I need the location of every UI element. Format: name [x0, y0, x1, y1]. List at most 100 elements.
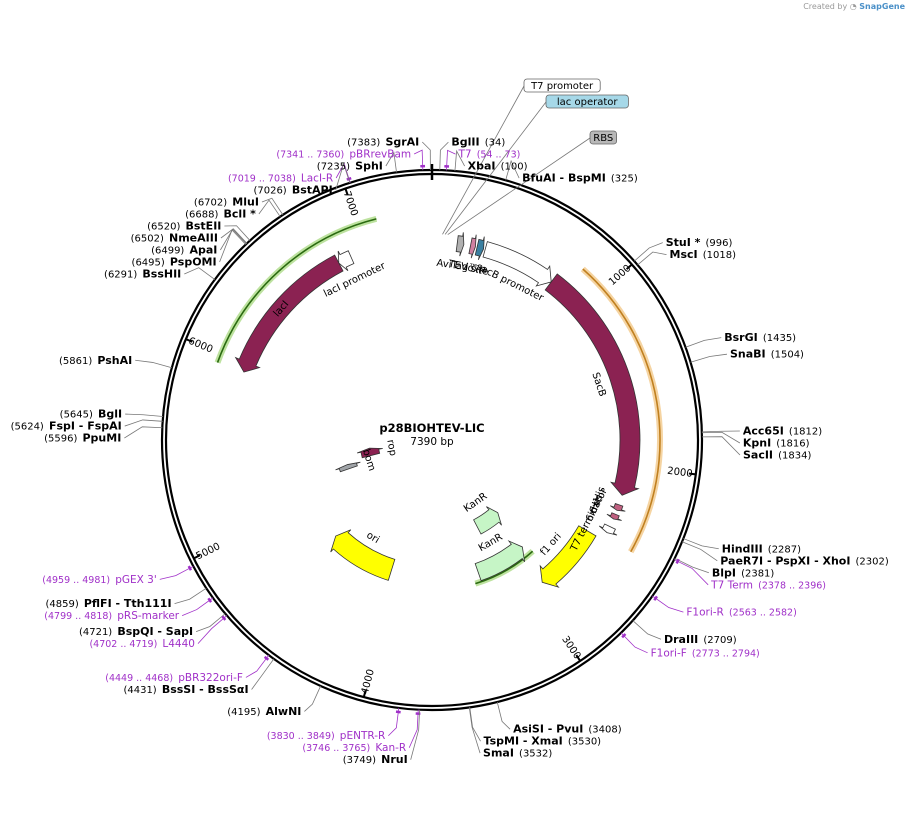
- primer-mark: [675, 558, 680, 564]
- leader-line: [447, 137, 591, 235]
- leader-line: [683, 538, 719, 550]
- site-label: SmaI (3532): [483, 742, 552, 761]
- label-position: (2381): [741, 568, 774, 579]
- label-position: (1018): [703, 250, 736, 261]
- leader-line: [634, 242, 663, 262]
- site-label: (5645) BglI: [60, 403, 122, 422]
- leader-line: [496, 701, 511, 730]
- leader-layer: [124, 85, 741, 760]
- label-position: (4195): [227, 707, 260, 718]
- leader-line: [421, 141, 431, 171]
- feature-loxp: [474, 236, 485, 261]
- leader-line: [174, 587, 207, 604]
- label-name: BssSI - BssSαI: [162, 683, 249, 696]
- feature-sacb-promoter: [482, 241, 552, 287]
- label-name: StuI *: [666, 236, 701, 249]
- label-position: (1435): [763, 333, 796, 344]
- feature-box-t7-promoter: [523, 78, 601, 93]
- label-position: (5596): [44, 434, 77, 445]
- label-position: (4959 .. 4981): [42, 575, 110, 586]
- leader-line: [690, 353, 728, 363]
- label-position: (3746 .. 3765): [302, 743, 370, 754]
- label-position: (3749): [343, 755, 376, 766]
- label-name: PshAI: [97, 354, 132, 367]
- feature-6xhis: [606, 512, 622, 521]
- label-position: (100): [501, 162, 528, 173]
- site-label: (4859) PflFI - Tth111I: [45, 592, 171, 611]
- leader-line: [701, 430, 740, 433]
- primer-mark: [263, 655, 270, 661]
- label-position: (3530): [568, 737, 601, 748]
- leader-line: [637, 251, 667, 266]
- feature-label: rop: [384, 439, 398, 457]
- label-position: (2773 .. 2794): [692, 648, 760, 659]
- feature-box-label: RBS: [593, 133, 613, 144]
- leader-line: [135, 359, 172, 369]
- label-position: (4721): [79, 627, 112, 638]
- primer-mark: [346, 176, 352, 181]
- feature-kanr: [474, 540, 526, 582]
- label-position: (1834): [778, 451, 811, 462]
- label-position: (7026): [253, 186, 286, 197]
- label-position: (2378 .. 2396): [758, 580, 826, 591]
- leader-line: [220, 228, 248, 244]
- primer-mark: [621, 633, 627, 639]
- label-name: pGEX 3': [115, 574, 157, 586]
- feature-box-label: T7 promoter: [530, 81, 594, 92]
- label-name: HindIII: [722, 542, 763, 555]
- site-label: KpnI (1816): [743, 432, 810, 451]
- site-label: (5596) PpuMI: [44, 427, 121, 446]
- feature-kanr: [473, 506, 502, 535]
- label-name: PflFI - Tth111I: [84, 597, 172, 610]
- leader-line: [439, 141, 449, 171]
- tick-label: 6000: [187, 336, 215, 356]
- leader-line: [701, 431, 741, 444]
- primer-label: T7 (54 .. 73): [458, 143, 521, 162]
- primer-label: (4799 .. 4818) pRS-marker: [44, 604, 180, 623]
- label-name: pBRrevBam: [349, 149, 411, 161]
- site-label: TspMI - XmaI (3530): [484, 730, 602, 749]
- leader-line: [408, 709, 419, 748]
- leader-line: [258, 199, 281, 217]
- snapgene-logo-icon: ◔: [849, 2, 857, 11]
- label-name: BlpI: [712, 566, 736, 579]
- site-label: SacII (1834): [743, 444, 812, 463]
- label-position: (2563 .. 2582): [729, 608, 797, 619]
- feature-box-label: lac operator: [557, 97, 618, 108]
- label-name: FspI - FspAI: [49, 420, 122, 433]
- label-position: (6291): [104, 270, 137, 281]
- site-label: (7383) SgrAI: [347, 131, 419, 150]
- leader-line: [385, 151, 397, 173]
- leader-line: [674, 557, 709, 574]
- leader-line: [652, 595, 684, 613]
- tick-label: 3000: [559, 634, 582, 661]
- label-position: (1812): [789, 427, 822, 438]
- leader-line: [335, 162, 351, 183]
- label-position: (7341 .. 7360): [276, 150, 344, 161]
- site-label: HindIII (2287): [722, 537, 801, 556]
- feature-6xhis: [610, 503, 626, 512]
- label-position: (2302): [856, 556, 889, 567]
- site-label: (7026) BstAPI: [253, 179, 332, 198]
- leader-line: [304, 685, 322, 712]
- label-position: (5861): [59, 356, 92, 367]
- site-label: (7235) SphI: [317, 155, 383, 174]
- site-label: BsrGI (1435): [724, 326, 796, 345]
- feature-ori: [330, 529, 396, 581]
- site-label: StuI * (996): [666, 231, 733, 250]
- site-label: (4431) BssSI - BssSαI: [123, 678, 248, 697]
- label-position: (4449 .. 4468): [105, 673, 173, 684]
- label-position: (6688): [185, 210, 218, 221]
- label-position: (3830 .. 3849): [267, 731, 335, 742]
- label-name: KpnI: [743, 437, 771, 450]
- site-label: (6495) PspOMI: [132, 251, 217, 270]
- feature-label: loxP: [464, 262, 487, 278]
- plasmid-name: p28BIOHTEV-LIC: [379, 421, 484, 435]
- leader-line: [251, 658, 275, 690]
- primer-label: (4959 .. 4981) pGEX 3': [42, 568, 157, 587]
- site-label: DraIII (2709): [664, 628, 737, 647]
- site-label: (5624) FspI - FspAI: [11, 415, 122, 434]
- site-label: SnaBI (1504): [730, 343, 804, 362]
- label-name: BstEII: [185, 220, 221, 233]
